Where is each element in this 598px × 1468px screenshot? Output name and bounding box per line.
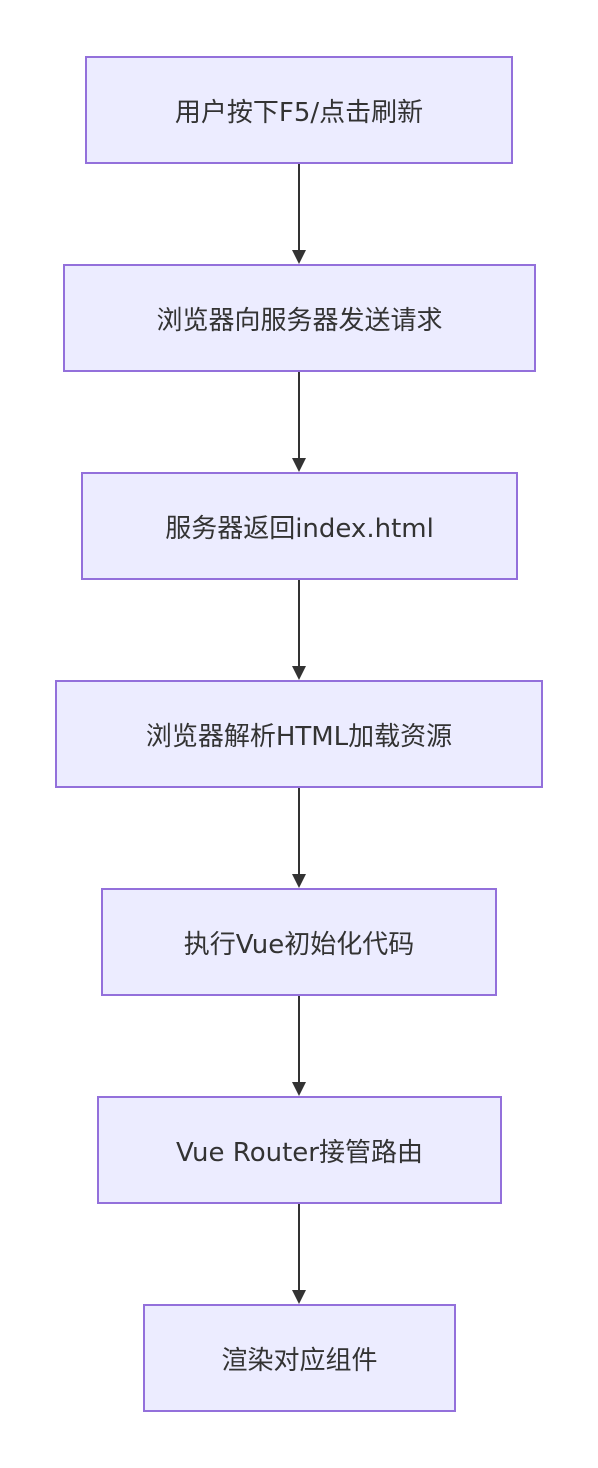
arrowhead-icon	[292, 874, 306, 888]
node-label: 渲染对应组件	[221, 1345, 378, 1376]
node-label: 浏览器解析HTML加载资源	[145, 721, 453, 752]
node-render-component: 渲染对应组件	[143, 1304, 456, 1412]
node-label: 用户按下F5/点击刷新	[174, 97, 424, 128]
arrowhead-icon	[292, 1082, 306, 1096]
node-browser-parse-html: 浏览器解析HTML加载资源	[55, 680, 543, 788]
arrowhead-icon	[292, 458, 306, 472]
node-label: 执行Vue初始化代码	[183, 929, 415, 960]
edge-arrow	[292, 1204, 306, 1304]
node-label: Vue Router接管路由	[176, 1137, 423, 1168]
edge-arrow	[292, 996, 306, 1096]
node-label: 服务器返回index.html	[165, 513, 434, 544]
node-user-refresh: 用户按下F5/点击刷新	[85, 56, 513, 164]
arrowhead-icon	[292, 666, 306, 680]
node-server-return-index: 服务器返回index.html	[81, 472, 518, 580]
node-label: 浏览器向服务器发送请求	[156, 305, 443, 336]
node-vue-init: 执行Vue初始化代码	[101, 888, 497, 996]
node-vue-router: Vue Router接管路由	[97, 1096, 502, 1204]
edge-arrow	[292, 372, 306, 472]
edge-arrow	[292, 580, 306, 680]
edge-arrow	[292, 164, 306, 264]
edge-arrow	[292, 788, 306, 888]
arrowhead-icon	[292, 250, 306, 264]
arrowhead-icon	[292, 1290, 306, 1304]
node-browser-send-request: 浏览器向服务器发送请求	[63, 264, 536, 372]
